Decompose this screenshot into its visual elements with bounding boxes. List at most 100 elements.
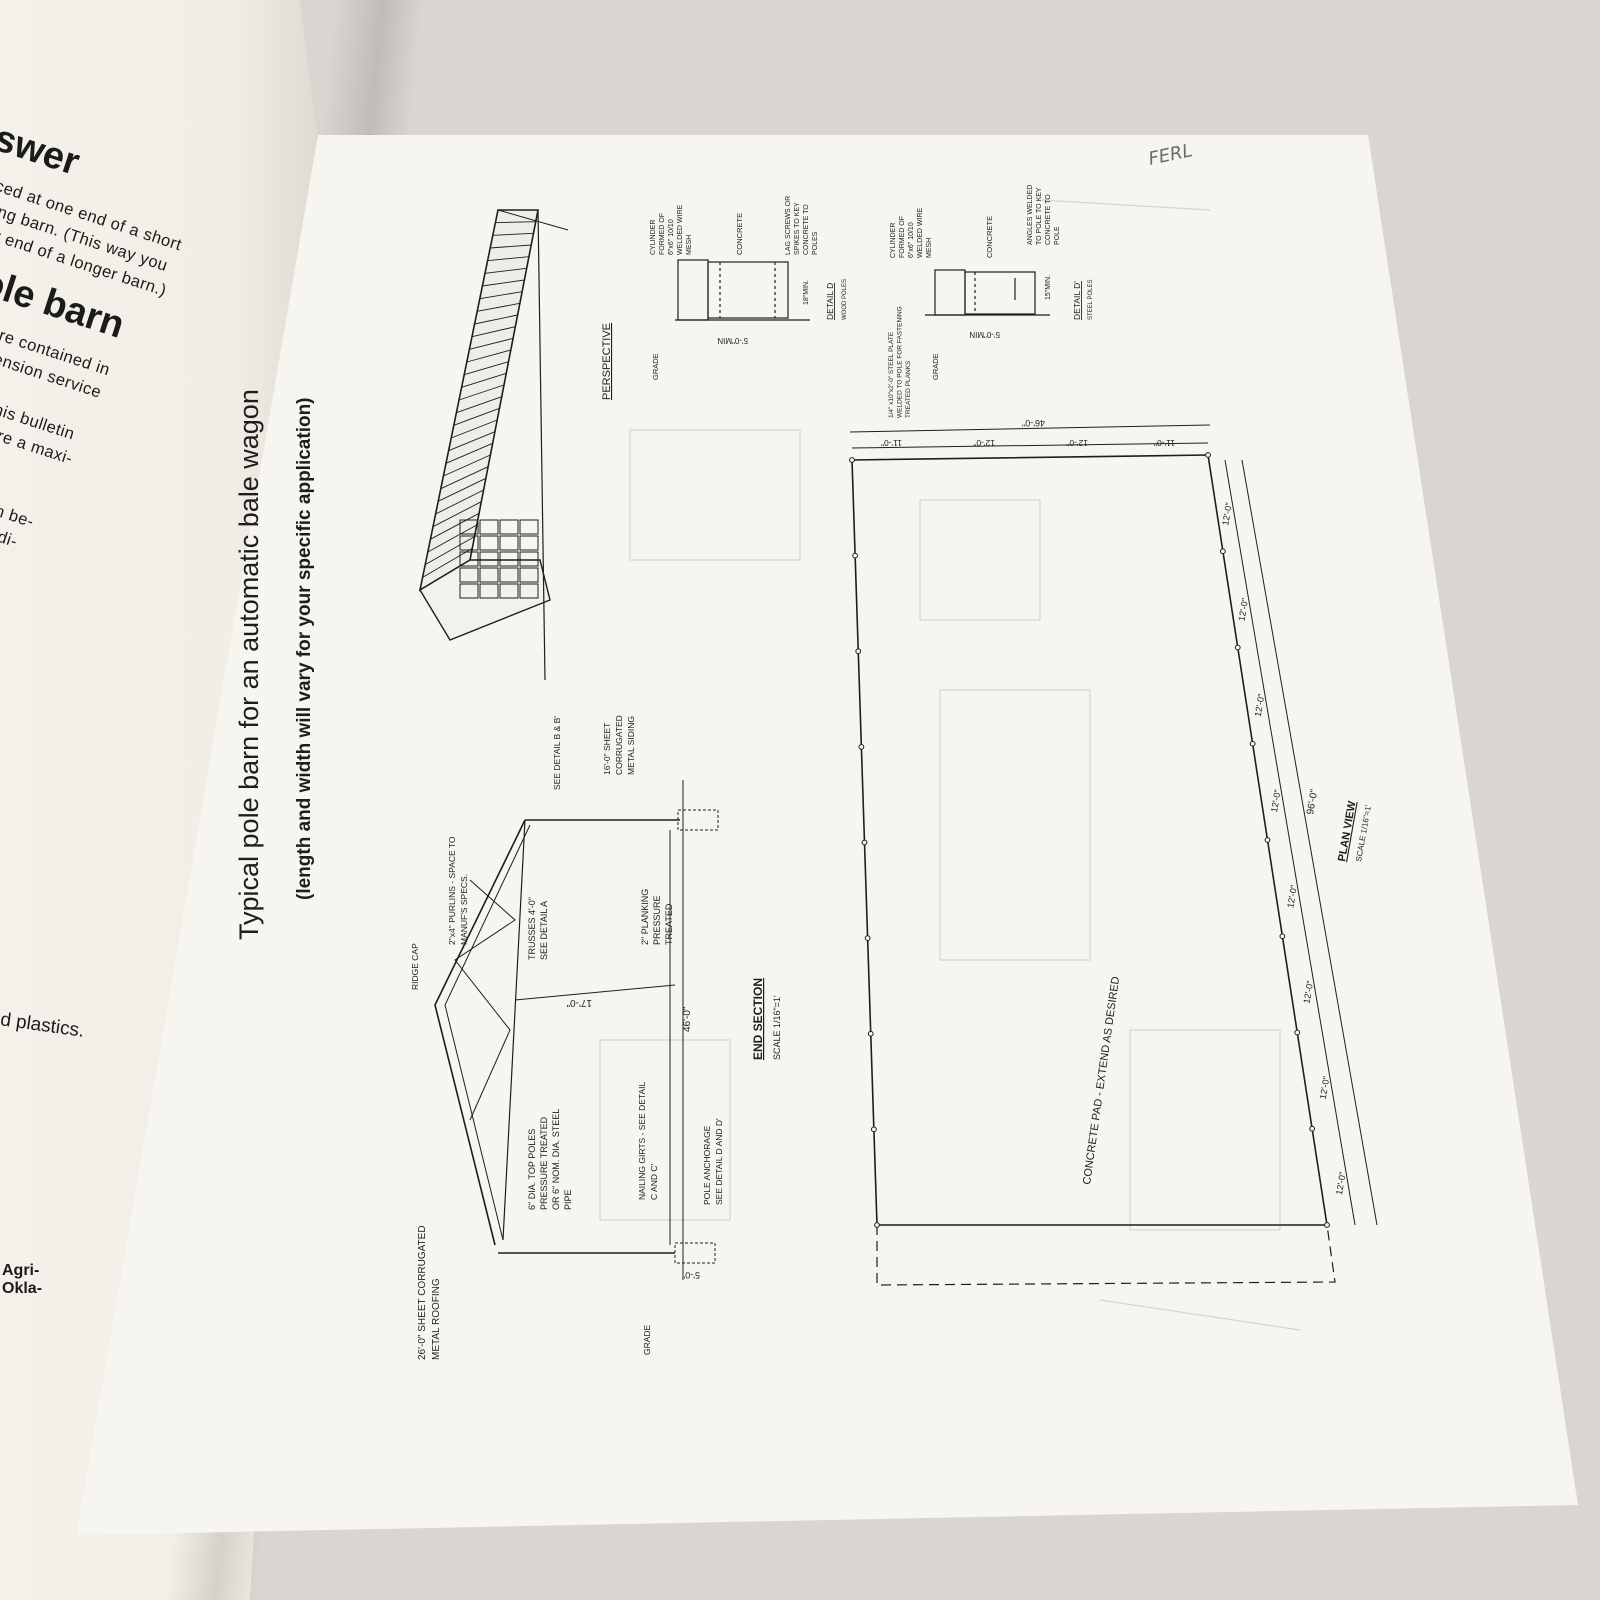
plan-side-total: 96'-0": [1305, 788, 1320, 815]
end-section-truss-web: [454, 879, 516, 1121]
label-line: CYLINDER: [650, 220, 657, 255]
end-dim-5: 5'-0": [682, 1270, 700, 1280]
roof-rib: [474, 314, 518, 325]
label-line: 6"x6" 10/10: [668, 219, 675, 255]
detail-d-prime-sub: STEEL POLES: [1088, 280, 1094, 320]
plan-pole: [858, 743, 865, 750]
roof-rib: [469, 337, 514, 350]
label-line: ANGLES WELDED: [1027, 185, 1034, 245]
detail-d-prime-depth: 15"MIN.: [1045, 275, 1052, 300]
bale-bay: [479, 583, 499, 599]
page-title: Typical pole barn for an automatic bale …: [234, 389, 264, 940]
handwritten-note: FERL: [1147, 140, 1195, 170]
label-line: 26'-0" SHEET CORRUGATED: [417, 1225, 428, 1360]
plan-side-segment: 12'-0": [1301, 980, 1315, 1004]
detail-d-prime-concrete: CONCRETE: [985, 216, 994, 258]
plan-poles: [849, 452, 1330, 1228]
bale-bay: [459, 583, 479, 599]
label-line: C AND C': [649, 1164, 659, 1200]
plan-top-segment: 11'-0": [881, 438, 902, 448]
end-section-title: END SECTION: [751, 978, 765, 1060]
bale-bay: [459, 551, 479, 567]
label-line: 2"x4" PURLINS - SPACE TO: [447, 836, 457, 945]
plan-pad-extension: [876, 1224, 1336, 1286]
detail-d-prime-pole: [934, 269, 966, 316]
plan-pole: [1219, 548, 1226, 555]
label-line: SEE DETAIL D AND D': [714, 1118, 724, 1205]
roof-rib: [432, 501, 482, 528]
plan-side-segment: 12'-0": [1318, 1076, 1332, 1100]
roof-rib: [484, 267, 527, 274]
plan-side-segment: 12'-0": [1285, 884, 1299, 908]
roof-rib: [448, 431, 496, 452]
left-fragment-agri-line: Agri-: [2, 1262, 40, 1279]
label-line: CONCRETE TO: [1045, 194, 1052, 245]
roof-rib: [445, 442, 493, 464]
plan-top-segments: 11'-0"12'-0"12'-0"11'-0": [881, 438, 1175, 448]
roof-rib: [479, 291, 523, 300]
detail-d-depth: 18"MIN.: [803, 280, 810, 305]
roof-rib: [438, 477, 487, 502]
label-line: CORRUGATED: [614, 715, 624, 775]
bale-bay: [499, 551, 519, 567]
plan-pole: [1279, 933, 1286, 940]
plan-pole: [1309, 1125, 1316, 1132]
end-section-roof-inner: [444, 824, 531, 1241]
label-line: CYLINDER: [890, 223, 897, 258]
show-through-lines: [599, 199, 1301, 1331]
roof-rib: [453, 407, 500, 426]
roof-rib: [435, 489, 484, 515]
end-detail-bb-label: SEE DETAIL B & B': [552, 716, 562, 790]
label-line: SPIKES TO KEY: [794, 202, 801, 255]
left-fragment-okla-line: Okla-: [2, 1280, 43, 1297]
plan-side-total-dim: [1241, 459, 1378, 1226]
detail-d-concrete: CONCRETE: [735, 213, 744, 255]
bale-bay: [459, 519, 479, 535]
roof-rib: [456, 396, 502, 414]
plan-pole: [852, 552, 859, 559]
plan-pole: [864, 935, 871, 942]
plan-side-segment: 12'-0": [1269, 789, 1283, 813]
plan-top-segment: 12'-0": [1066, 438, 1088, 448]
label-line: TO POLE TO KEY: [1036, 187, 1043, 245]
plan-view-scale: SCALE 1/16"=1': [1354, 804, 1373, 863]
label-line: MESH: [686, 235, 693, 255]
label-line: CONCRETE TO: [803, 204, 810, 255]
plan-pole: [849, 457, 855, 463]
roof-rib: [492, 232, 534, 236]
left-fragment-agri: Agri- Okla-: [2, 1262, 42, 1298]
roof-rib: [424, 536, 475, 566]
roof-rib: [464, 361, 509, 376]
plan-top-total-dim: [849, 424, 1211, 433]
label-line: PIPE: [563, 1189, 573, 1210]
label-line: SEE DETAIL A: [539, 901, 549, 960]
label-line: NAILING GIRTS - SEE DETAIL: [637, 1081, 647, 1200]
roof-rib: [477, 302, 520, 312]
detail-d-prime-title: DETAIL D': [1072, 281, 1082, 320]
label-line: 6" DIA. TOP POLES: [527, 1129, 537, 1210]
label-line: FORMED OF: [899, 216, 906, 258]
perspective-bays: [459, 519, 539, 599]
roof-rib: [490, 244, 532, 249]
label-line: 16'-0" SHEET: [602, 723, 612, 775]
roof-rib: [427, 524, 478, 553]
plan-top-seg-dim: [851, 442, 1209, 449]
label-line: PRESSURE: [652, 895, 662, 945]
detail-d-min: 5'-0"MIN: [717, 336, 748, 345]
label-line: MANUF'S SPECS.: [459, 874, 469, 945]
end-section-scale: SCALE 1/16"=1': [772, 995, 782, 1060]
plan-view-drawing: [849, 424, 1378, 1286]
detail-d-prime-grade: GRADE: [931, 353, 940, 380]
bale-bay: [479, 567, 499, 583]
bale-bay: [519, 519, 539, 535]
label-line: TREATED PLANKS: [905, 360, 912, 418]
right-page: [78, 135, 1578, 1535]
label-line: MESH: [926, 238, 933, 258]
roof-rib: [440, 466, 489, 490]
roof-rib: [430, 512, 480, 540]
